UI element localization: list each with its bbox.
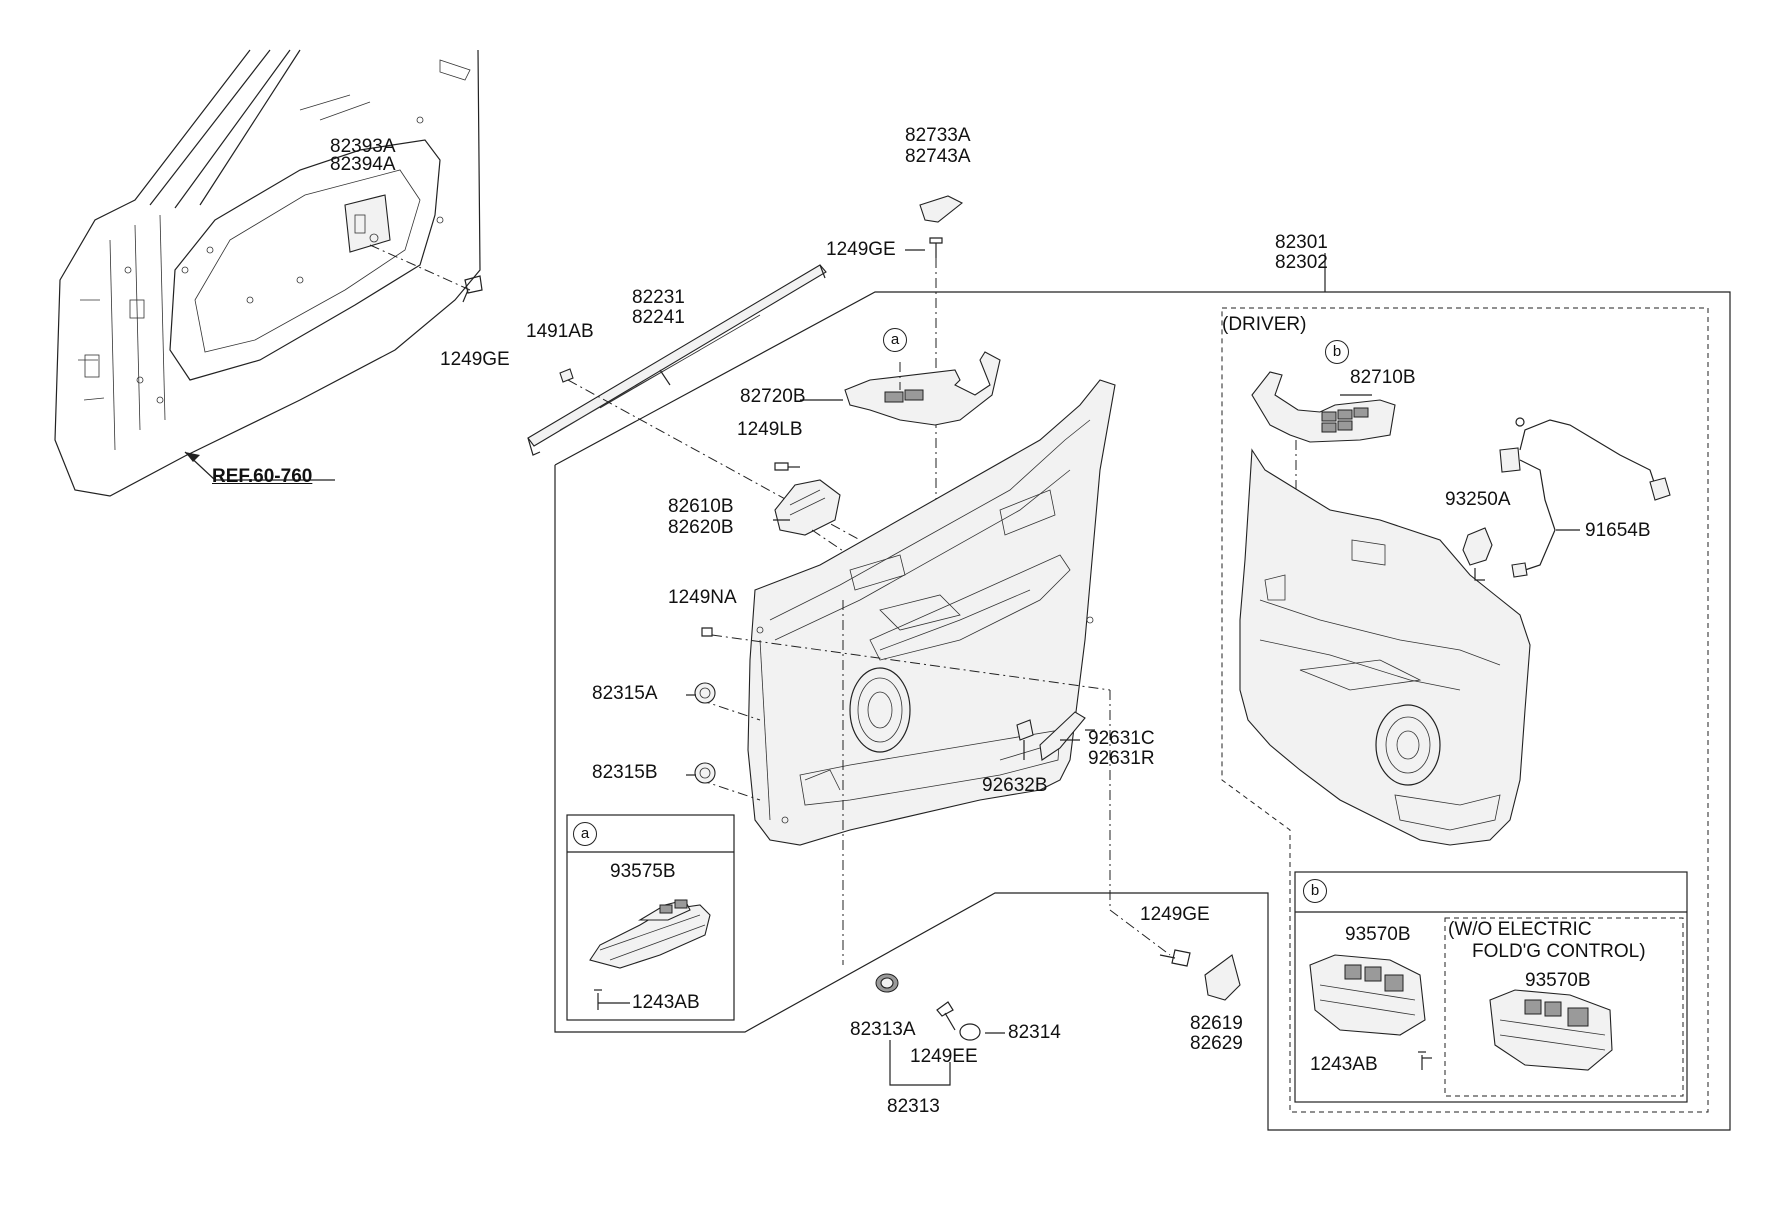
weatherstrip-drawing — [527, 264, 861, 541]
label-82302: 82302 — [1275, 252, 1328, 273]
label-82231: 82231 — [632, 287, 685, 308]
label-82313: 82313 — [887, 1096, 940, 1117]
label-82620B: 82620B — [668, 517, 734, 538]
inset-a-marker: a — [573, 822, 597, 846]
inset-a-drawing — [566, 814, 735, 1021]
callout-a-marker: a — [883, 328, 907, 352]
label-82315A: 82315A — [592, 683, 658, 704]
label-82393A: 82393A — [330, 136, 396, 157]
wo-note-line1: (W/O ELECTRIC — [1448, 919, 1592, 940]
label-92631C: 92631C — [1088, 728, 1155, 749]
leader-lines — [598, 249, 1580, 1059]
label-82743A: 82743A — [905, 146, 971, 167]
label-82241: 82241 — [632, 307, 685, 328]
driver-drawing — [1239, 371, 1671, 846]
label-82610B: 82610B — [668, 496, 734, 517]
label-82629: 82629 — [1190, 1033, 1243, 1054]
label-93575B: 93575B — [610, 861, 676, 882]
label-93250A: 93250A — [1445, 489, 1511, 510]
label-1249NA: 1249NA — [668, 587, 737, 608]
label-82394A: 82394A — [330, 154, 396, 175]
label-82313A: 82313A — [850, 1019, 916, 1040]
wo-note-line2: FOLD'G CONTROL) — [1472, 941, 1646, 962]
label-93570B-right: 93570B — [1525, 970, 1591, 991]
label-91654B: 91654B — [1585, 520, 1651, 541]
label-82720B: 82720B — [740, 386, 806, 407]
label-93570B-left: 93570B — [1345, 924, 1411, 945]
inset-b-marker: b — [1303, 879, 1327, 903]
label-92631R: 92631R — [1088, 748, 1155, 769]
label-1249GE-top: 1249GE — [440, 349, 510, 370]
door-frame-drawing — [54, 49, 483, 497]
label-1243AB-a: 1243AB — [632, 992, 700, 1013]
door-panel-drawing — [699, 379, 1171, 965]
label-1491AB: 1491AB — [526, 321, 594, 342]
label-82314: 82314 — [1008, 1022, 1061, 1043]
inset-b-drawing — [1294, 871, 1688, 1103]
label-82733A: 82733A — [905, 125, 971, 146]
label-92632B: 92632B — [982, 775, 1048, 796]
label-1249GE-low: 1249GE — [1140, 904, 1210, 925]
label-1249GE-mid: 1249GE — [826, 239, 896, 260]
small-parts-drawing — [694, 627, 1241, 1086]
label-82301: 82301 — [1275, 232, 1328, 253]
callout-b-marker: b — [1325, 340, 1349, 364]
driver-note: (DRIVER) — [1222, 314, 1307, 335]
label-82619: 82619 — [1190, 1013, 1243, 1034]
label-1243AB-b: 1243AB — [1310, 1054, 1378, 1075]
top-pieces-drawing — [774, 195, 1001, 651]
ref-note: REF.60-760 — [212, 466, 313, 487]
label-82315B: 82315B — [592, 762, 658, 783]
assembly-outline — [554, 253, 1731, 1131]
label-1249LB: 1249LB — [737, 419, 803, 440]
label-82710B: 82710B — [1350, 367, 1416, 388]
label-1249EE: 1249EE — [910, 1046, 978, 1067]
